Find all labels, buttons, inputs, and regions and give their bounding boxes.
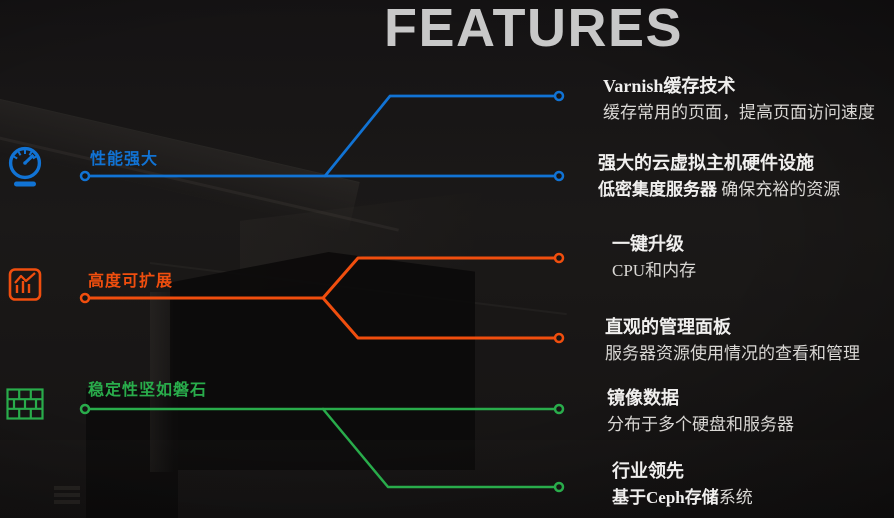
feature-desc-text: 分布于多个硬盘和服务器 [607, 415, 794, 434]
feature-desc-text: 缓存常用的页面，提高页面访问速度 [603, 103, 875, 122]
feature-management-panel: 直观的管理面板 服务器资源使用情况的查看和管理 [605, 315, 860, 366]
connector-line [321, 296, 561, 340]
connector-node [553, 481, 565, 493]
feature-heading: 镜像数据 [607, 388, 679, 408]
feature-heading: 行业领先 [612, 461, 684, 481]
feature-description: 低密集度服务器 确保充裕的资源 [598, 178, 840, 202]
brick-wall-icon [6, 388, 44, 420]
connector-line [83, 256, 561, 300]
feature-desc-text: CPU和内存 [612, 261, 697, 280]
feature-description: CPU和内存 [612, 259, 696, 283]
feature-desc-text: 服务器资源使用情况的查看和管理 [605, 344, 860, 363]
connector-node [79, 403, 91, 415]
bar-chart-icon [8, 268, 42, 301]
connector-node [553, 332, 565, 344]
connector-stability [79, 403, 565, 493]
connector-performance [79, 90, 565, 182]
connector-line [321, 407, 561, 489]
feature-heading: 一键升级 [612, 234, 684, 254]
feature-heading: 直观的管理面板 [605, 317, 731, 337]
feature-mirrored-data: 镜像数据 分布于多个硬盘和服务器 [607, 386, 794, 437]
feature-description: 缓存常用的页面，提高页面访问速度 [603, 101, 875, 125]
feature-heading: Varnish缓存技术 [603, 76, 736, 96]
connector-node [553, 90, 565, 102]
category-label-scalability: 高度可扩展 [88, 273, 174, 290]
connector-node [79, 292, 91, 304]
feature-industry-leading: 行业领先 基于Ceph存储系统 [612, 459, 753, 510]
feature-desc-strong: 基于Ceph存储 [612, 488, 719, 507]
connector-node [79, 170, 91, 182]
feature-heading: 强大的云虚拟主机硬件设施 [598, 153, 814, 173]
feature-varnish-cache: Varnish缓存技术 缓存常用的页面，提高页面访问速度 [603, 74, 875, 125]
feature-hardware: 强大的云虚拟主机硬件设施 低密集度服务器 确保充裕的资源 [598, 151, 840, 202]
feature-description: 分布于多个硬盘和服务器 [607, 413, 794, 437]
connector-node [553, 252, 565, 264]
feature-one-click-upgrade: 一键升级 CPU和内存 [612, 232, 696, 283]
feature-desc-text: 系统 [718, 488, 753, 507]
connector-scalability [79, 252, 565, 344]
feature-description: 基于Ceph存储系统 [612, 486, 753, 510]
feature-desc-strong: 低密集度服务器 [598, 180, 717, 199]
category-label-performance: 性能强大 [90, 151, 159, 168]
connector-line [83, 94, 561, 178]
feature-desc-text: 确保充裕的资源 [717, 180, 841, 199]
connector-node [553, 170, 565, 182]
category-label-stability: 稳定性坚如磐石 [88, 382, 208, 399]
feature-description: 服务器资源使用情况的查看和管理 [605, 342, 860, 366]
page-title: FEATURES [384, 0, 684, 58]
speedometer-icon [8, 146, 42, 187]
connector-node [553, 403, 565, 415]
